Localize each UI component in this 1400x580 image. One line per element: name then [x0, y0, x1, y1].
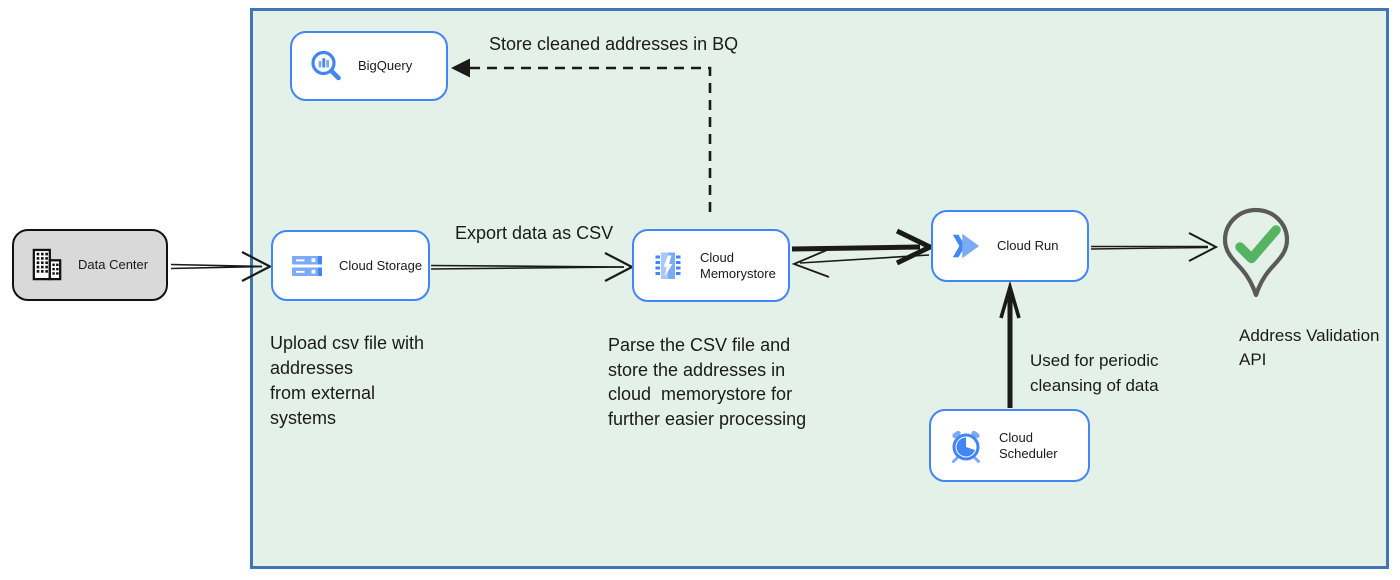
- map-pin-check-icon: [1222, 207, 1290, 298]
- annotation-store-cleaned-addresses: Store cleaned addresses in BQ: [489, 34, 739, 54]
- memorystore-chip-bolt-icon: [655, 252, 681, 279]
- node-cloud-scheduler: Cloud Scheduler: [929, 409, 1090, 482]
- gcp-boundary-panel: [250, 8, 1389, 569]
- annotation-upload-csv: Upload csv file with addresses from exte…: [270, 333, 425, 428]
- label-address-validation-api: Address Validation API: [1239, 326, 1380, 369]
- annotation-export-data-csv: Export data as CSV: [455, 223, 614, 243]
- building-icon: [32, 248, 62, 281]
- storage-buckets-icon: [292, 255, 322, 276]
- node-bigquery: BigQuery: [290, 31, 448, 101]
- address-validation-pin: [1221, 206, 1291, 311]
- node-label-data-center: Data Center: [78, 257, 149, 272]
- node-cloud-memorystore: Cloud Memorystore: [632, 229, 790, 302]
- node-data-center: Data Center: [12, 229, 168, 301]
- cloud-run-chevrons-icon: [952, 233, 980, 259]
- node-label-bigquery: BigQuery: [358, 58, 413, 73]
- node-label-cloud-run: Cloud Run: [997, 238, 1059, 253]
- bigquery-magnifier-chart-icon: [311, 50, 341, 81]
- node-label-cloud-storage: Cloud Storage: [339, 257, 423, 273]
- annotation-periodic-cleansing: Used for periodic cleansing of data: [1030, 351, 1159, 395]
- annotation-parse-csv: Parse the CSV file and store the address…: [608, 335, 807, 429]
- node-cloud-run: Cloud Run: [931, 210, 1089, 282]
- node-label-cloud-memorystore: Cloud Memorystore: [700, 249, 776, 281]
- node-label-cloud-scheduler: Cloud Scheduler: [999, 429, 1058, 461]
- node-cloud-storage: Cloud Storage: [271, 230, 430, 301]
- scheduler-alarm-clock-icon: [952, 430, 980, 463]
